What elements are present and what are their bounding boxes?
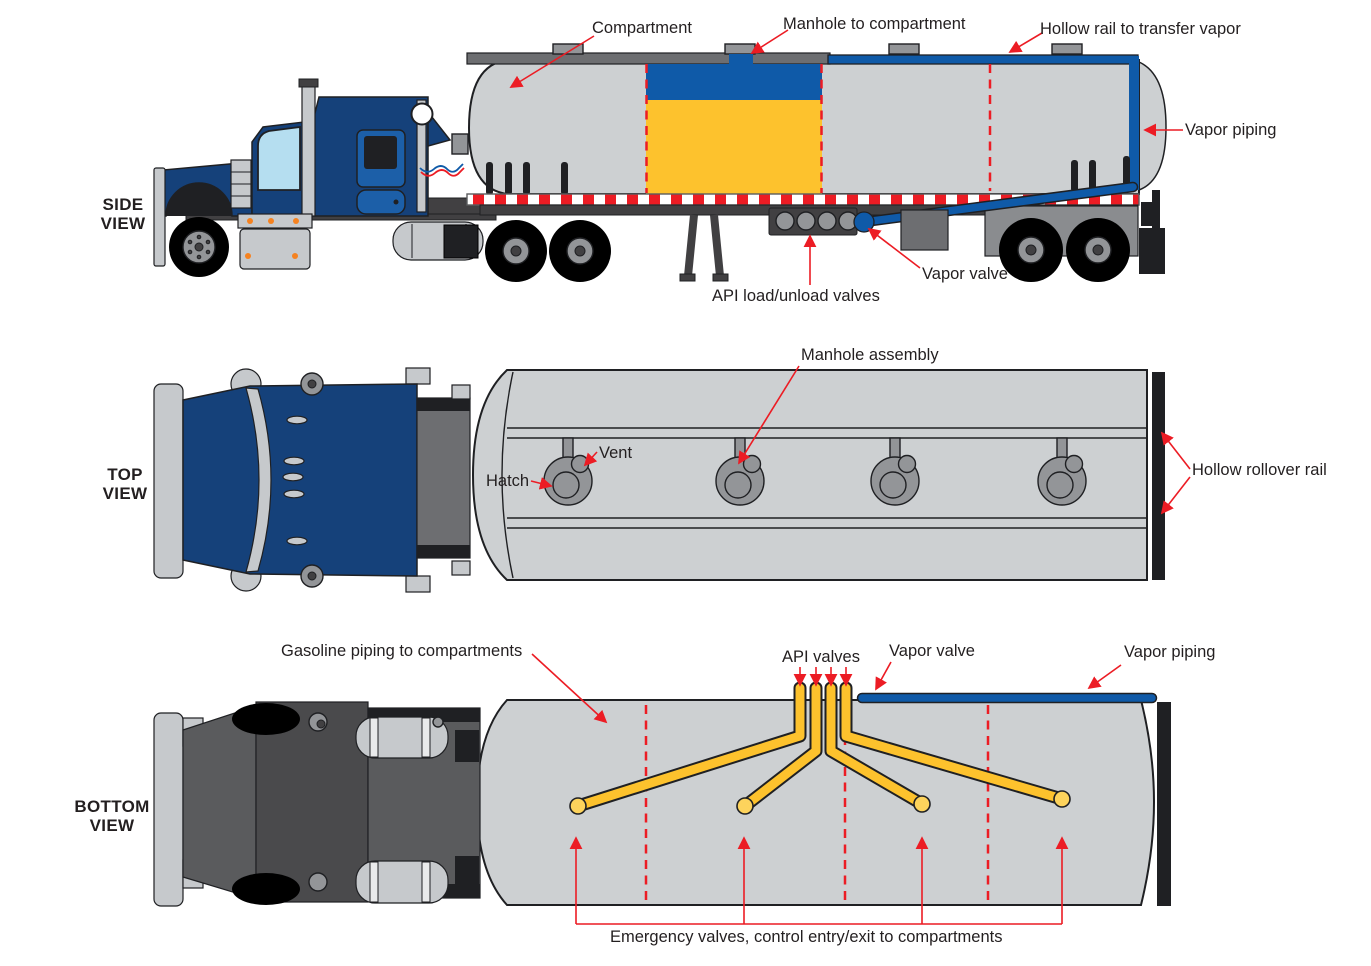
label-api-valves: API valves: [782, 648, 860, 666]
trailer-wheel: [1066, 218, 1130, 282]
manhole-assembly: [1037, 437, 1087, 506]
front-bumper: [153, 167, 166, 267]
manhole-cover: [724, 43, 756, 55]
manhole-cover: [1051, 43, 1083, 55]
tractor-top: [153, 367, 471, 593]
steer-tire-bottom: [232, 873, 300, 905]
trailer-tank-side: [451, 43, 1167, 282]
label-manhole-assembly: Manhole assembly: [801, 346, 939, 364]
side-view-title: SIDE VIEW: [100, 195, 146, 234]
hood: [162, 161, 253, 217]
hose-connector-box: [451, 133, 469, 155]
label-manhole-to-compartment: Manhole to compartment: [783, 15, 966, 33]
drive-wheel: [485, 220, 547, 282]
top-rail-gray: [466, 52, 831, 65]
drive-wheel: [549, 220, 611, 282]
tractor-bottom: [153, 701, 481, 907]
tractor-side: [153, 78, 611, 282]
emergency-valves-bracket: [569, 836, 1069, 925]
bottom-view-drawing: [153, 653, 1171, 925]
sleeper-window: [364, 136, 397, 169]
bottom-view-title: BOTTOM VIEW: [74, 797, 150, 836]
air-line-red: [420, 167, 465, 177]
front-wheel: [169, 217, 229, 277]
top-view-drawing: [153, 365, 1191, 593]
label-vapor-piping-side: Vapor piping: [1185, 121, 1277, 139]
front-bumper-bottom: [153, 712, 184, 907]
top-view-arrows: [530, 365, 1191, 515]
label-emergency-valves: Emergency valves, control entry/exit to …: [610, 928, 1003, 946]
rear-bumper-bar: [1157, 702, 1171, 906]
label-hatch: Hatch: [486, 472, 530, 490]
manhole-assembly: [870, 437, 920, 506]
top-view-title: TOP VIEW: [102, 465, 148, 504]
emergency-valve-outlet: [736, 797, 754, 815]
label-hollow-rail: Hollow rail to transfer vapor: [1040, 20, 1241, 38]
gasoline-piping: [569, 681, 1071, 815]
label-api-load-unload-valves: API load/unload valves: [712, 287, 880, 305]
label-hollow-rollover-rail: Hollow rollover rail: [1192, 461, 1327, 479]
hollow-rollover-rails: [507, 427, 1147, 529]
exhaust-stack: [301, 83, 316, 217]
rear-bumper-bar: [1152, 372, 1165, 580]
bottom-view-arrows: [531, 653, 1122, 925]
api-load-unload-valves: [768, 207, 858, 236]
cab-rear-lamp: [410, 102, 434, 126]
side-view-drawing: [153, 29, 1183, 285]
trailer-wheel: [999, 218, 1063, 282]
emergency-valve-outlet: [1053, 790, 1071, 808]
label-vapor-valve-bottom: Vapor valve: [889, 642, 975, 660]
vapor-piping-rear: [1129, 56, 1139, 190]
emergency-valve-outlet: [569, 797, 587, 815]
label-vent: Vent: [599, 444, 633, 462]
label-vapor-valve-side: Vapor valve: [922, 265, 1008, 283]
label-gasoline-piping: Gasoline piping to compartments: [281, 642, 523, 660]
side-view-arrows: [509, 29, 1183, 285]
compartment-vapor-space: [646, 64, 822, 100]
hollow-vapor-rail: [827, 54, 1139, 65]
landing-gear: [684, 214, 724, 277]
manhole-assembly: [543, 437, 593, 506]
manhole-cover: [888, 43, 920, 55]
label-compartment: Compartment: [592, 19, 692, 37]
windshield-top: [245, 387, 272, 573]
vapor-valve-side: [853, 211, 875, 233]
windshield: [257, 125, 301, 191]
manhole-cover: [552, 43, 584, 55]
steer-tire-bottom: [232, 703, 300, 735]
emergency-valve-outlet: [913, 795, 931, 813]
compartment-gasoline: [646, 100, 822, 194]
compartment-cutaway: [646, 64, 822, 194]
label-vapor-piping-bottom: Vapor piping: [1124, 643, 1216, 661]
air-line-blue: [419, 163, 464, 173]
